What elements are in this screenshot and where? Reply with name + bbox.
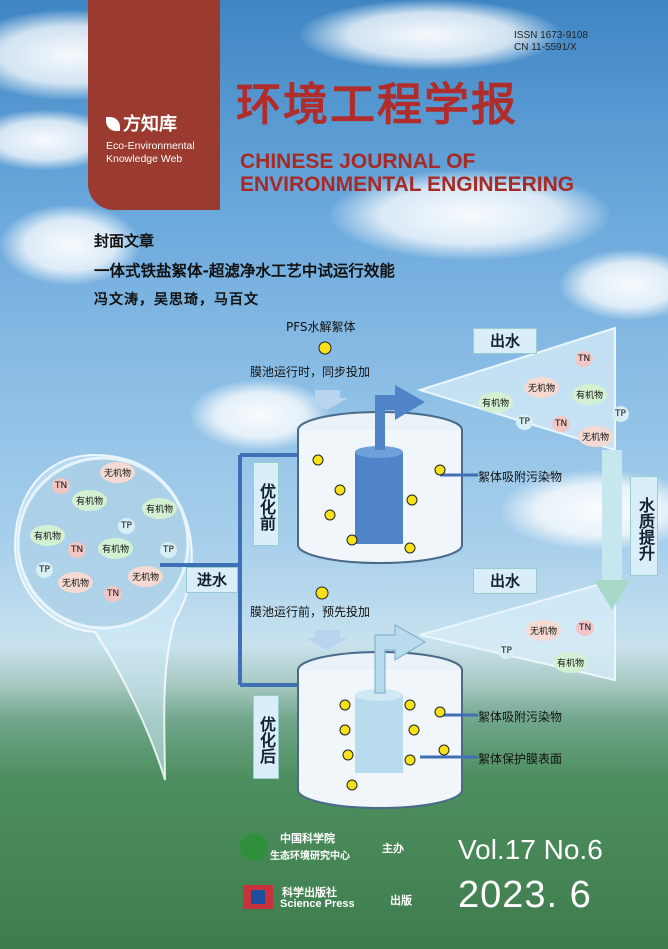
outflow-box-bottom: 出水 — [473, 568, 537, 594]
brand-en-line1: Eco-Environmental — [106, 140, 195, 152]
particle-inorganic: 无机物 — [524, 377, 560, 398]
brand-logo: 方知库 — [106, 110, 177, 136]
brand-en-line2: Knowledge Web — [106, 153, 183, 165]
org-name: 中国科学院 — [280, 832, 335, 845]
cover-article-label: 封面文章 — [94, 232, 155, 250]
press-role: 出版 — [390, 894, 412, 907]
membrane-module-top — [355, 452, 403, 544]
particle-tn: TN — [52, 478, 71, 494]
cover-article-authors: 冯文涛，吴思琦，马百文 — [94, 292, 259, 308]
particle-tn: TN — [104, 586, 123, 602]
quality-up-box: 水质提升 — [630, 476, 658, 576]
particle-tp: TP — [612, 406, 629, 422]
dosing-arrow-top — [306, 390, 348, 410]
science-press-logo — [243, 885, 273, 909]
brand-logo-text: 方知库 — [123, 114, 177, 135]
journal-title-en: CHINESE JOURNAL OF ENVIRONMENTAL ENGINEE… — [240, 150, 574, 196]
particle-tn: TN — [68, 542, 87, 558]
brand-english: Eco-Environmental Knowledge Web — [106, 140, 195, 166]
particle-inorganic: 无机物 — [100, 462, 136, 483]
outflow-pipe-bottom — [374, 624, 426, 694]
particle-tp: TP — [36, 562, 53, 578]
particle-tp: TP — [516, 414, 533, 430]
diagram-graphics — [13, 326, 630, 809]
sync-dosing-label: 膜池运行时，同步投加 — [250, 365, 371, 379]
issue-date: 2023. 6 — [458, 874, 592, 916]
issn-block: ISSN 1673-9108 CN 11-5591/X — [514, 30, 588, 54]
membrane-module-bottom — [355, 695, 403, 773]
after-opt-box: 优化后 — [253, 695, 279, 779]
issn-line: ISSN 1673-9108 — [514, 30, 588, 41]
particle-organic: 有机物 — [553, 652, 589, 673]
particle-organic: 有机物 — [30, 525, 66, 546]
particle-inorganic: 无机物 — [58, 572, 94, 593]
protect-label: 絮体保护膜表面 — [478, 752, 563, 766]
leaf-icon — [106, 117, 120, 131]
particle-tn: TN — [575, 351, 594, 367]
pre-dosing-label: 膜池运行前，预先投加 — [250, 605, 371, 619]
cloud — [560, 250, 668, 320]
particle-tn: TN — [576, 620, 595, 636]
floc-particles — [312, 341, 450, 791]
cover-article-title: 一体式铁盐絮体-超滤净水工艺中试运行效能 — [94, 262, 395, 280]
inflow-pipe — [160, 453, 300, 687]
volume-issue: Vol.17 No.6 — [458, 834, 603, 865]
particle-organic: 有机物 — [98, 538, 134, 559]
adsorb-label-bottom: 絮体吸附污染物 — [478, 710, 563, 724]
dosing-arrow-bottom — [306, 630, 348, 650]
inflow-box: 进水 — [186, 567, 238, 593]
org-role: 主办 — [382, 842, 404, 855]
journal-title-cn: 环境工程学报 — [236, 78, 519, 131]
particle-organic: 有机物 — [142, 498, 178, 519]
press-cn: 科学出版社 — [282, 886, 337, 899]
particle-tp: TP — [498, 643, 515, 659]
org-sub: 生态环境研究中心 — [270, 851, 350, 862]
membrane-top-cap — [355, 446, 403, 458]
particle-inorganic: 无机物 — [128, 566, 164, 587]
particle-organic: 有机物 — [72, 490, 108, 511]
particle-organic: 有机物 — [478, 392, 514, 413]
brand-panel: 方知库 Eco-Environmental Knowledge Web — [88, 0, 220, 210]
quality-arrow-head — [594, 580, 630, 610]
particle-inorganic: 无机物 — [578, 426, 614, 447]
particle-inorganic: 无机物 — [526, 620, 562, 641]
cloud — [300, 0, 560, 70]
particle-tp: TP — [160, 542, 177, 558]
cloud — [330, 170, 610, 260]
press-en: Science Press — [280, 898, 355, 910]
journal-title-en-line2: ENVIRONMENTAL ENGINEERING — [240, 173, 575, 196]
process-diagram: PFS水解絮体 膜池运行时，同步投加 膜池运行前，预先投加 絮体吸附污染物 絮体… — [0, 310, 668, 830]
before-opt-box: 优化前 — [253, 462, 279, 546]
pfs-label: PFS水解絮体 — [286, 320, 356, 334]
cn-line: CN 11-5591/X — [514, 42, 577, 53]
particle-organic: 有机物 — [572, 384, 608, 405]
adsorb-label-top: 絮体吸附污染物 — [478, 470, 563, 484]
particle-tn: TN — [552, 416, 571, 432]
quality-arrow-shaft — [602, 450, 622, 580]
outflow-box-top: 出水 — [473, 328, 537, 354]
outflow-pipe-top — [375, 385, 425, 450]
particle-tp: TP — [118, 518, 135, 534]
cloud — [0, 205, 140, 285]
journal-title-en-line1: CHINESE JOURNAL OF — [240, 150, 476, 173]
cas-logo — [240, 833, 268, 861]
membrane-bottom-cap — [355, 689, 403, 701]
